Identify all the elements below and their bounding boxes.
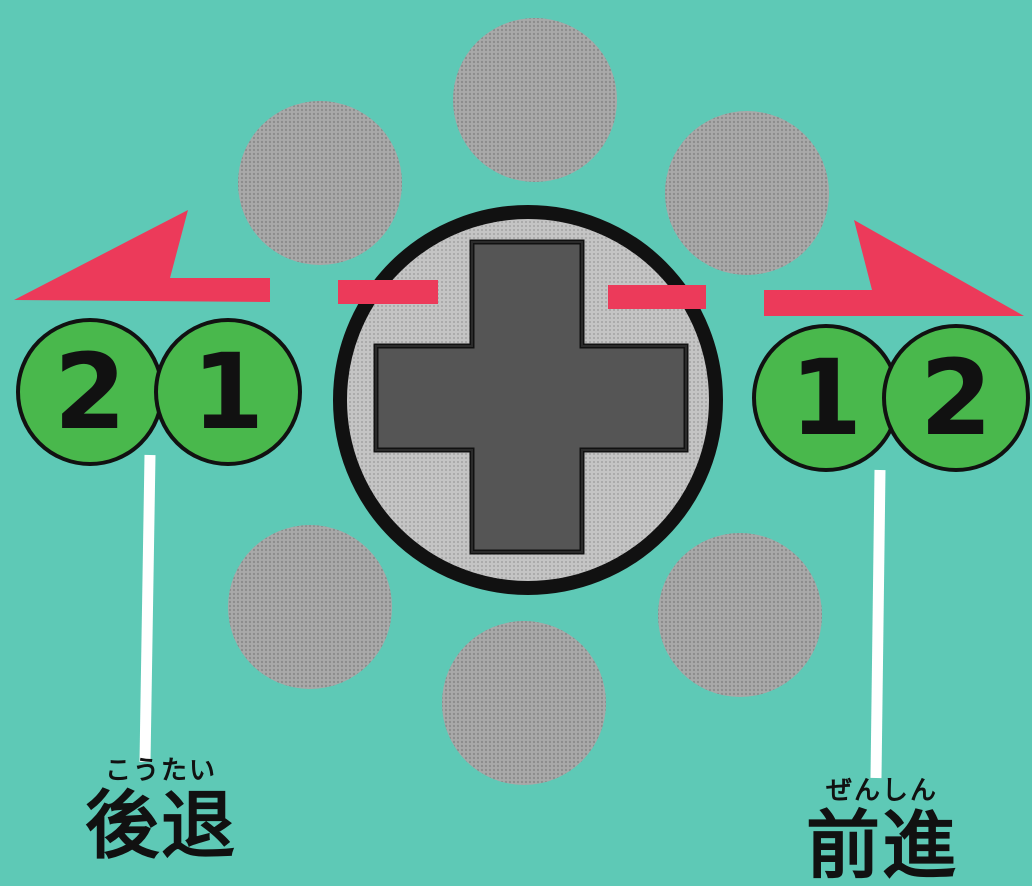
direction-circle-up: [453, 18, 617, 182]
badge-back-2: 2: [16, 318, 164, 466]
direction-circle-down: [442, 621, 606, 785]
badge-forward-1-number: 1: [790, 337, 862, 459]
dpad-icon: [333, 205, 723, 595]
leader-line-forward: [870, 469, 886, 779]
label-forward-reading: ぜんしん: [825, 776, 938, 806]
direction-circle-down-left: [228, 525, 392, 689]
leader-line-back: [139, 454, 156, 763]
direction-circle-up-left: [238, 101, 402, 265]
label-back-text: 後退: [85, 783, 237, 869]
direction-circle-down-right: [658, 533, 822, 697]
direction-circle-up-right: [665, 111, 829, 275]
label-back-reading: こうたい: [104, 756, 217, 786]
label-back: こうたい 後退: [66, 756, 256, 866]
badge-back-2-number: 2: [54, 331, 126, 453]
direction-circles: [228, 18, 829, 785]
badge-group-forward: 1 2: [752, 324, 1030, 472]
badge-forward-1: 1: [752, 324, 900, 472]
badge-group-back: 2 1: [16, 318, 302, 466]
label-forward-text: 前進: [806, 803, 958, 886]
badge-back-1: 1: [154, 318, 302, 466]
arrow-left-icon: [14, 210, 438, 304]
label-forward: ぜんしん 前進: [782, 776, 982, 886]
badge-forward-2: 2: [882, 324, 1030, 472]
badge-back-1-number: 1: [192, 331, 264, 453]
arrow-right-icon: [608, 220, 1024, 316]
badge-forward-2-number: 2: [920, 337, 992, 459]
